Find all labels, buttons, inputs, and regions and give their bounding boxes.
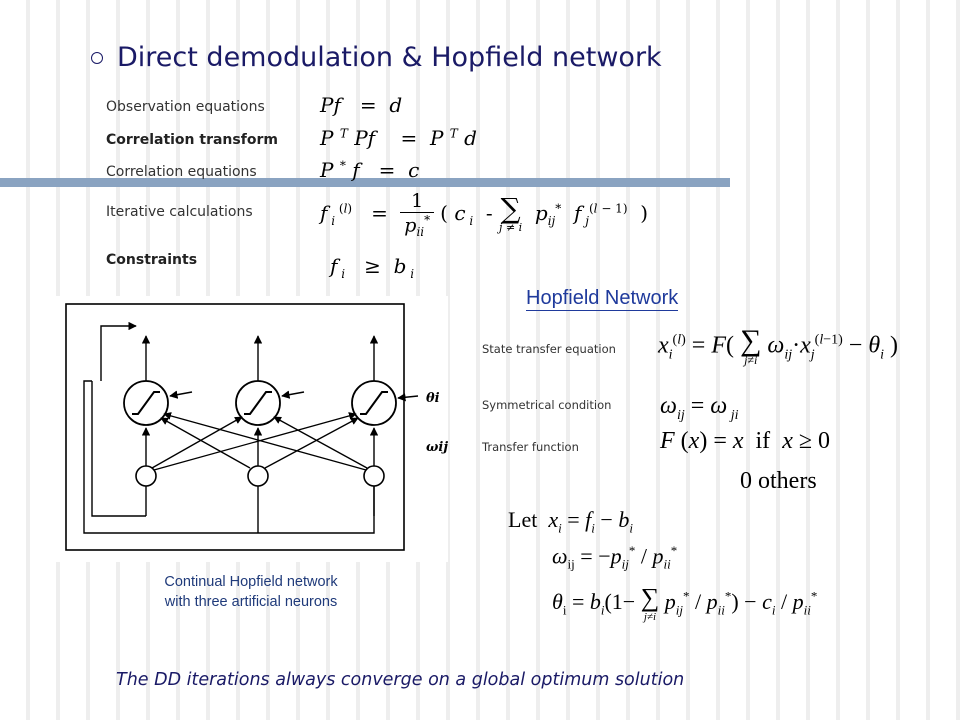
observation-equation: Pf = d [320,93,403,117]
hopfield-diagram-svg: θi ωij [65,303,448,551]
activation-3 [360,391,388,415]
conclusion-text: The DD iterations always converge on a g… [116,670,685,690]
iterative-calculations-label: Iterative calculations [106,204,253,220]
input-node-2 [247,465,269,487]
hopfield-network-diagram: θi ωij [56,296,448,562]
theta-definition-equation: θi = bi(1− ∑j≠i pij* / pii*) − ci / pii* [552,583,818,624]
input-node-3 [363,465,385,487]
caption-line-2: with three artificial neurons [164,594,338,610]
threshold-input-1 [169,390,193,399]
activation-1 [132,391,160,415]
hopfield-network-title: Hopfield Network [526,287,679,311]
let-word: Let [508,507,538,532]
constraints-label: Constraints [106,252,198,268]
activation-2 [244,391,272,415]
caption-line-1: Continual Hopfield network [164,574,338,590]
bottom-link [91,381,146,517]
weight-3-1 [163,412,367,471]
threshold-input-2 [281,390,305,399]
state-transfer-equation: xi(l) = F( ∑j≠i ωij·xj(l−1) − θi ) [658,324,899,367]
decorative-rule [0,178,730,187]
let-equation: Let xi = fi − bi [508,507,633,536]
state-transfer-label: State transfer equation [482,342,616,356]
symmetrical-equation: ωij = ω ji [660,393,739,423]
constraints-equation: f i ≥ b i [330,254,415,281]
omega-label: ωij [426,440,448,455]
slide-title: Direct demodulation & Hopfield network [117,42,662,73]
title-bullet-icon [91,52,103,64]
weight-1-3 [153,412,357,471]
omega-definition-equation: ωij = −pij* / pii* [552,543,678,572]
threshold-input-3 [397,393,419,402]
symmetrical-condition-label: Symmetrical condition [482,398,612,412]
theta-label: θi [426,391,440,406]
transfer-function-label: Transfer function [482,440,579,454]
feedback-loop-inner [100,321,137,381]
weight-1-2 [151,416,243,469]
diagram-caption: Continual Hopfield network with three ar… [111,572,391,612]
transfer-function-others: 0 others [740,468,817,494]
correlation-equation: P * f = c [320,158,420,182]
weight-2-1 [160,417,251,469]
correlation-transform-equation: P T Pf = P T d [320,126,477,150]
correlation-equations-label: Correlation equations [106,164,257,180]
transfer-function-equation: F (x) = x if x ≥ 0 [660,428,831,454]
weight-3-2 [273,416,368,469]
weight-2-3 [264,417,359,469]
correlation-transform-label: Correlation transform [106,132,278,148]
feedback-loop-outer [83,380,375,534]
observation-equations-label: Observation equations [106,99,265,115]
outer-frame [65,303,405,551]
input-node-1 [135,465,157,487]
